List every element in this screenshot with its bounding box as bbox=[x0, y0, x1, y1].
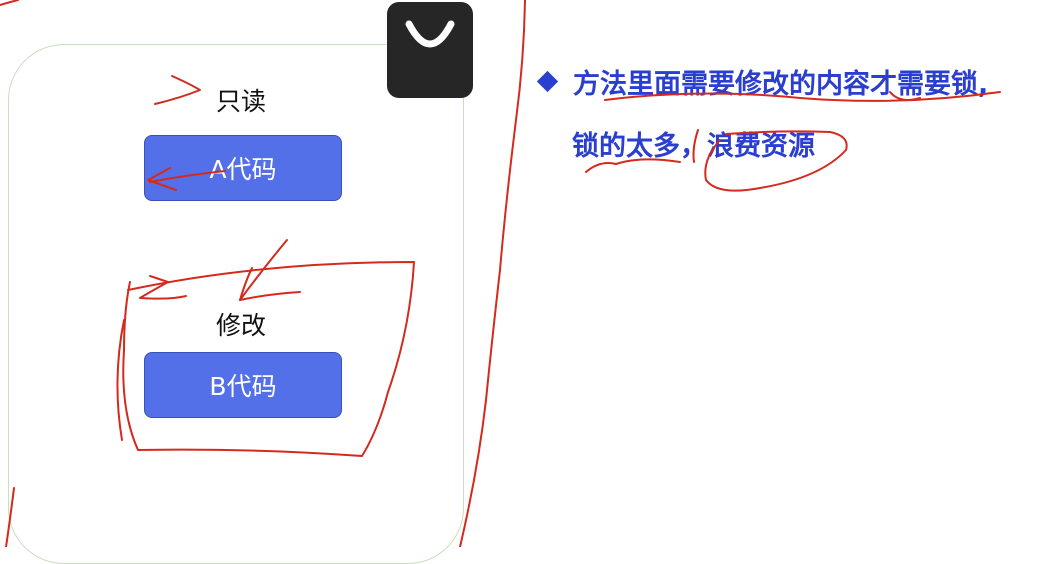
shopping-bag-icon[interactable] bbox=[387, 2, 473, 98]
bullet-diamond-icon bbox=[536, 70, 559, 93]
note-line-1-text: 方法里面需要修改的内容才需要锁, bbox=[573, 69, 989, 100]
note-line-1: 方法里面需要修改的内容才需要锁, bbox=[534, 62, 988, 101]
modify-label: 修改 bbox=[216, 311, 267, 340]
code-a-block: A代码 bbox=[144, 135, 342, 201]
note-line-2: 锁的太多，浪费资源 bbox=[572, 131, 815, 162]
code-b-block: B代码 bbox=[144, 352, 342, 418]
read-only-label: 只读 bbox=[216, 87, 267, 116]
code-container bbox=[8, 44, 464, 564]
